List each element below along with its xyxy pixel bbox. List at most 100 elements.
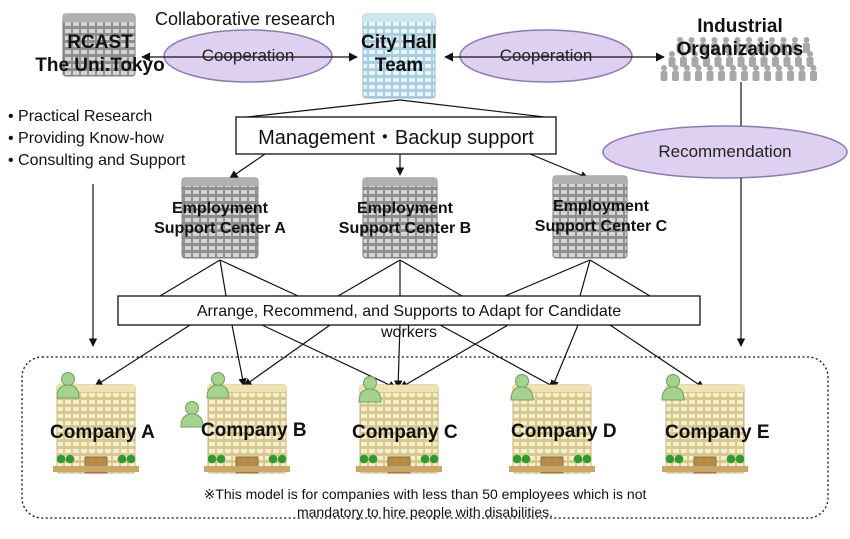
- rcast-bullet-3: • Consulting and Support: [8, 150, 185, 172]
- person-gray-icon: [703, 51, 710, 67]
- city-hall-label-line2: Team: [374, 55, 424, 76]
- person-gray-icon: [768, 37, 776, 53]
- person-gray-icon: [798, 65, 806, 81]
- person-gray-icon: [711, 37, 718, 53]
- arrange-box-label: Arrange, Recommend, and Supports to Adap…: [118, 301, 700, 343]
- person-gray-icon: [672, 65, 679, 81]
- management-box-label: Management・Backup support: [258, 127, 534, 149]
- tree-icon: [665, 454, 675, 464]
- person-gray-icon: [772, 51, 779, 67]
- center-b-label-line2: Support Center B: [338, 220, 472, 237]
- tree-icon: [277, 454, 287, 464]
- person-gray-icon: [803, 37, 810, 53]
- center-a-label-line1: Employment: [171, 200, 268, 217]
- rcast-label-line2: The Uni.Tokyo: [35, 55, 165, 76]
- rcast-bullet-text-2: Providing Know-how: [18, 130, 164, 147]
- tree-icon: [735, 454, 745, 464]
- company-building-icon: [204, 384, 290, 474]
- person-gray-icon: [683, 65, 691, 81]
- person-gray-icon: [752, 65, 760, 81]
- footnote: ※This model is for companies with less t…: [100, 485, 750, 521]
- center-a-label-line2: Support Center A: [154, 220, 286, 237]
- tree-icon: [512, 454, 522, 464]
- rcast-bullets: • Practical Research • Providing Know-ho…: [8, 106, 185, 172]
- recommendation-ellipse: [602, 125, 848, 179]
- company-building-icon: [356, 384, 442, 474]
- person-gray-icon: [695, 65, 702, 81]
- industrial-label: Industrial Organizations: [660, 15, 820, 61]
- tree-icon: [573, 454, 583, 464]
- person-gray-icon: [722, 37, 730, 53]
- center-c-label: Employment Support Center C: [516, 197, 686, 237]
- rcast-bullet-text-3: Consulting and Support: [18, 152, 186, 169]
- person-gray-icon: [749, 51, 756, 67]
- person-gray-icon: [806, 51, 814, 67]
- center-a-building-icon: [181, 177, 259, 259]
- person-gray-icon: [760, 51, 768, 67]
- center-c-label-line2: Support Center C: [534, 218, 668, 235]
- person-gray-icon: [729, 65, 737, 81]
- tree-icon: [126, 454, 136, 464]
- person-gray-icon: [764, 65, 771, 81]
- tree-icon: [207, 454, 217, 464]
- person-gray-icon: [676, 37, 684, 53]
- person-gray-icon: [726, 51, 733, 67]
- collaborative-research-label: Collaborative research: [155, 9, 336, 29]
- person-gray-icon: [745, 37, 753, 53]
- rcast-label: RCAST The Uni.Tokyo: [20, 31, 180, 77]
- cooperation-left-label: Cooperation: [201, 46, 295, 65]
- person-gray-icon: [718, 65, 725, 81]
- tree-icon: [420, 454, 430, 464]
- companies-group-border: [21, 356, 829, 519]
- person-gray-icon: [706, 65, 714, 81]
- rcast-building-icon: [62, 13, 136, 77]
- tree-icon: [521, 454, 531, 464]
- tree-icon: [726, 454, 736, 464]
- tree-icon: [359, 454, 369, 464]
- city-hall-label: City Hall Team: [344, 31, 454, 77]
- person-icon: [206, 372, 230, 399]
- tree-icon: [216, 454, 226, 464]
- industrial-label-line1: Industrial: [697, 16, 783, 37]
- person-gray-icon: [688, 37, 695, 53]
- tree-icon: [429, 454, 439, 464]
- person-icon: [56, 372, 80, 399]
- bullet-dot-icon: •: [8, 108, 19, 125]
- person-gray-icon: [691, 51, 699, 67]
- company-c-label: Company C: [352, 422, 458, 443]
- bullet-dot-icon: •: [8, 152, 19, 169]
- company-e-label: Company E: [665, 422, 770, 443]
- person-icon: [510, 374, 534, 401]
- tree-icon: [368, 454, 378, 464]
- person-icon: [661, 374, 685, 401]
- company-b-label: Company B: [201, 420, 307, 441]
- person-gray-icon: [668, 51, 676, 67]
- tree-icon: [56, 454, 66, 464]
- company-building-icon: [662, 384, 748, 474]
- center-b-label: Employment Support Center B: [320, 199, 490, 239]
- rcast-bullet-2: • Providing Know-how: [8, 128, 185, 150]
- center-b-label-line1: Employment: [356, 200, 453, 217]
- recommendation-label: Recommendation: [658, 142, 792, 161]
- person-gray-icon: [783, 51, 791, 67]
- rcast-bullet-text-1: Practical Research: [18, 108, 153, 125]
- person-gray-icon: [775, 65, 783, 81]
- person-gray-icon: [787, 65, 794, 81]
- tree-icon: [674, 454, 684, 464]
- person-gray-icon: [660, 65, 668, 81]
- person-gray-icon: [699, 37, 707, 53]
- person-gray-icon: [757, 37, 764, 53]
- cooperation-right-label: Cooperation: [499, 46, 593, 65]
- arrange-box-line1: Arrange, Recommend, and Supports to Adap…: [196, 303, 622, 320]
- company-d-label: Company D: [511, 421, 617, 442]
- person-gray-icon: [795, 51, 802, 67]
- person-gray-icon: [791, 37, 799, 53]
- tree-icon: [65, 454, 75, 464]
- management-box: [235, 116, 557, 155]
- tree-icon: [582, 454, 592, 464]
- person-gray-icon: [810, 65, 817, 81]
- company-a-label: Company A: [50, 422, 155, 443]
- arrange-box-line2: workers: [380, 324, 437, 341]
